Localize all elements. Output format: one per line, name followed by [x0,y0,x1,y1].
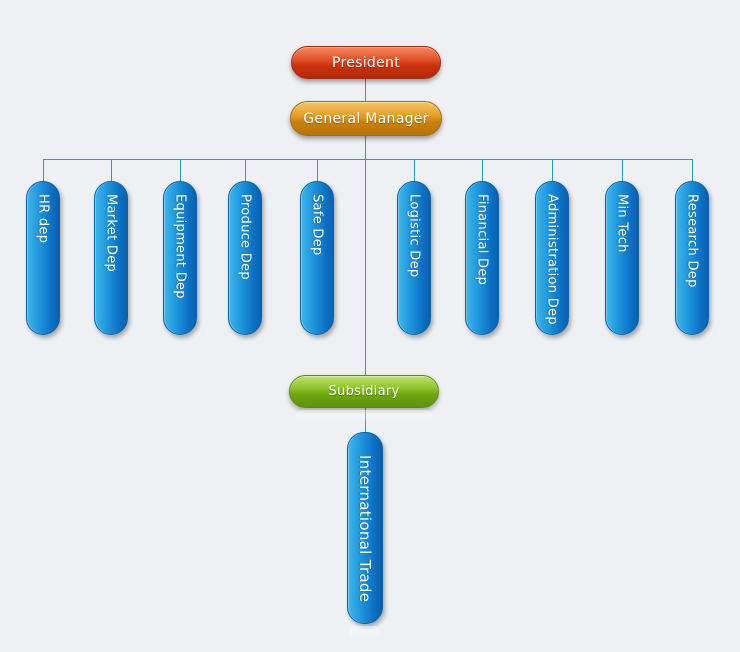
department-node-financial[interactable]: Financial Dep [465,181,499,335]
connector-drop-produce [245,159,246,181]
international-trade-label: International Trade [356,455,374,603]
connector-trunk [365,160,366,375]
department-node-safe[interactable]: Safe Dep [300,181,334,335]
connector-department-bus [43,159,693,160]
department-node-logistic[interactable]: Logistic Dep [397,181,431,335]
department-label: Produce Dep [237,194,253,280]
connector-subsidiary-unit [365,408,366,432]
connector-drop-mintech [622,159,623,181]
president-label: President [331,54,400,71]
general-manager-label: General Manager [303,110,429,127]
department-label: Administration Dep [544,194,560,325]
department-label: Equipment Dep [172,194,188,299]
subsidiary-reflection [295,410,433,426]
department-label: Market Dep [103,194,119,273]
connector-drop-research [692,159,693,181]
connector-drop-market [111,159,112,181]
department-node-produce[interactable]: Produce Dep [228,181,262,335]
department-node-administration[interactable]: Administration Dep [535,181,569,335]
subsidiary-node[interactable]: Subsidiary [289,375,439,408]
connector-drop-logistic [414,159,415,181]
president-node[interactable]: President [291,46,441,79]
connector-drop-safe [317,159,318,181]
department-node-min-tech[interactable]: Min Tech [605,181,639,335]
connector-drop-equipment [180,159,181,181]
connector-drop-financial [482,159,483,181]
department-label: Min Tech [614,194,630,253]
department-node-hr[interactable]: HR dep [26,181,60,335]
department-label: HR dep [35,194,51,244]
department-label: Financial Dep [474,194,490,286]
international-trade-node[interactable]: International Trade [347,432,383,624]
connector-president-gm [365,79,366,101]
department-node-research[interactable]: Research Dep [675,181,709,335]
subsidiary-label: Subsidiary [328,384,400,399]
department-node-equipment[interactable]: Equipment Dep [163,181,197,335]
department-label: Research Dep [684,194,700,288]
connector-drop-administration [552,159,553,181]
connector-drop-hr [43,159,44,181]
department-label: Logistic Dep [406,194,422,278]
connector-gm-bus [365,136,366,160]
international-trade-reflection [349,626,381,640]
department-label: Safe Dep [309,194,325,256]
department-node-market[interactable]: Market Dep [94,181,128,335]
general-manager-node[interactable]: General Manager [290,101,442,136]
